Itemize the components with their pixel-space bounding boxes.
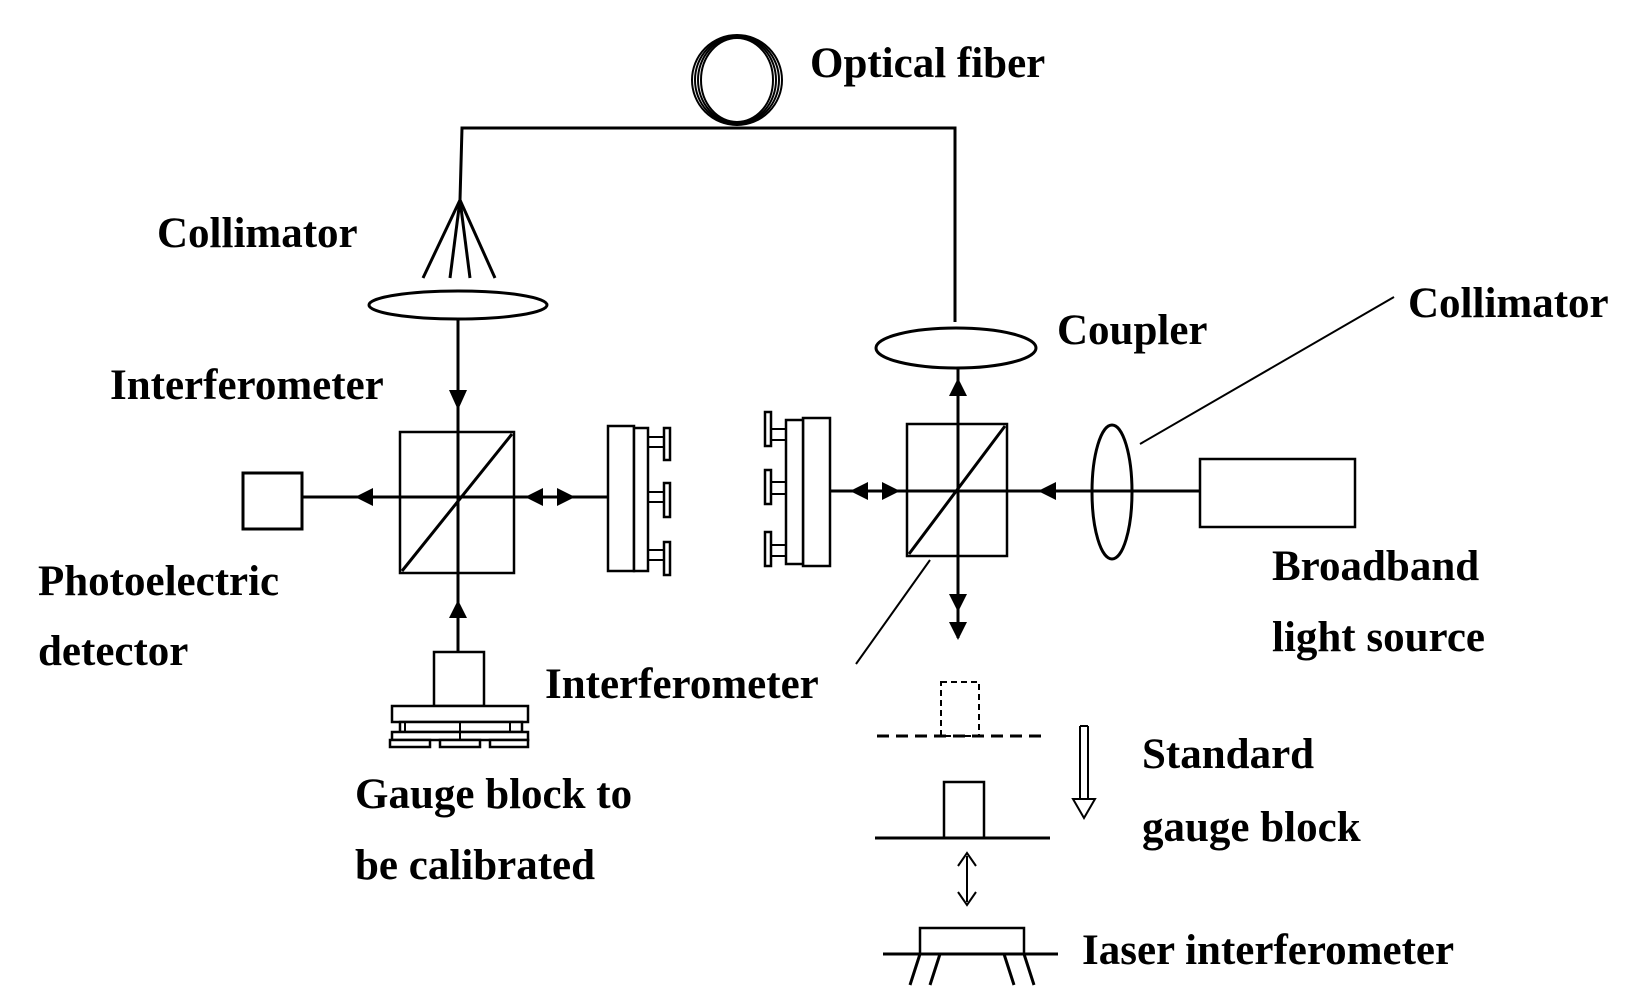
double-headed-arrow bbox=[957, 851, 977, 907]
left-collimator bbox=[367, 199, 549, 321]
standard-gauge-block-dashed bbox=[877, 681, 1048, 738]
laser-interferometer-label: Iaser interferometer bbox=[1082, 927, 1455, 974]
photoelectric-label-line1: Photoelectric bbox=[38, 558, 280, 605]
coupler-label: Coupler bbox=[1057, 307, 1208, 354]
gauge-block-to-be-calibrated bbox=[388, 573, 530, 749]
left-beam-splitter bbox=[398, 430, 516, 575]
fiber-line bbox=[458, 126, 957, 322]
collimator-left-label: Collimator bbox=[157, 210, 358, 257]
standard-gauge-block bbox=[875, 780, 1050, 840]
optical-fiber-label: Optical fiber bbox=[810, 40, 1046, 87]
gauge-block-label-line1: Gauge block to bbox=[355, 771, 633, 818]
interferometer-pointer bbox=[855, 559, 931, 665]
left-beam-down bbox=[449, 319, 467, 432]
broadband-light-source bbox=[1198, 457, 1357, 529]
standard-gauge-label-line1: Standard bbox=[1142, 731, 1315, 778]
broadband-label-line2: light source bbox=[1272, 614, 1486, 661]
right-horizontal-beam bbox=[830, 482, 1200, 500]
collimator-right-label: Collimator bbox=[1408, 280, 1609, 327]
photoelectric-label-line2: detector bbox=[38, 628, 189, 675]
laser-interferometer-stage bbox=[883, 926, 1058, 986]
coupler-lens bbox=[874, 326, 1038, 370]
broadband-label-line1: Broadband bbox=[1272, 543, 1480, 590]
photoelectric-detector bbox=[241, 471, 304, 531]
hollow-down-arrow bbox=[1071, 725, 1097, 820]
right-beam-splitter bbox=[905, 368, 1009, 640]
interferometer-right-label: Interferometer bbox=[545, 661, 819, 708]
optical-fiber-coil bbox=[691, 34, 783, 126]
right-reference-mirror bbox=[763, 410, 832, 568]
left-reference-mirror bbox=[606, 424, 672, 577]
interferometer-left-label: Interferometer bbox=[110, 362, 384, 409]
standard-gauge-label-line2: gauge block bbox=[1142, 804, 1361, 851]
right-collimator-lens bbox=[1090, 296, 1395, 561]
gauge-block-label-line2: be calibrated bbox=[355, 842, 596, 889]
left-horizontal-beam bbox=[302, 488, 608, 506]
